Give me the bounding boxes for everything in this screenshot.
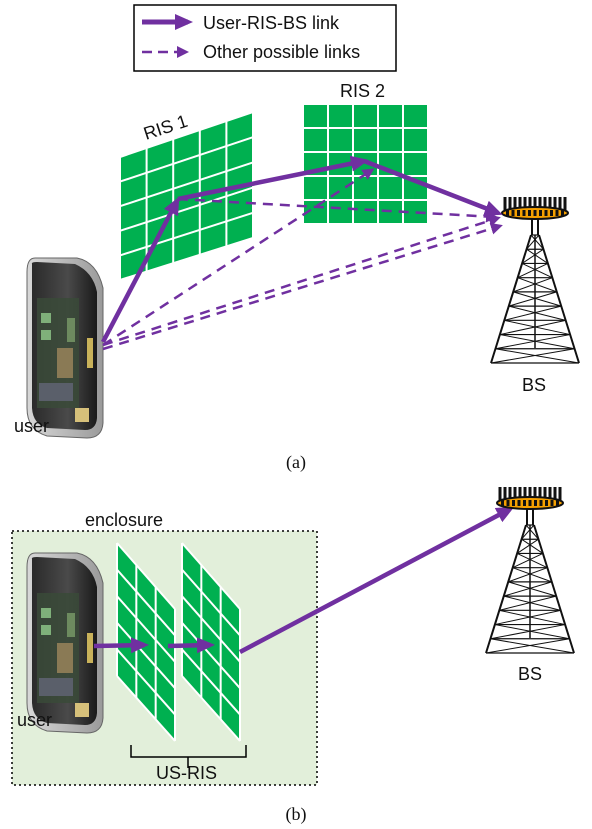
user-device-b xyxy=(26,552,104,734)
solid-link-user-ris1 xyxy=(101,196,180,344)
solid-links-b xyxy=(93,506,515,654)
caption-a: (a) xyxy=(286,452,306,473)
solid-link-ris2-bs xyxy=(363,158,503,216)
cell-tower-icon xyxy=(490,197,580,364)
user-device-a xyxy=(26,257,104,439)
bs-label-a: BS xyxy=(522,375,546,395)
ris2-panel: RIS 2 xyxy=(302,81,429,225)
enclosure-label: enclosure xyxy=(85,510,163,530)
solid-link-user-usris1 xyxy=(93,637,149,654)
solid-link-ris1-ris2 xyxy=(177,155,369,202)
bs-tower-a xyxy=(490,197,580,364)
dashed-link-user-ris2 xyxy=(102,168,375,347)
us-ris-bracket xyxy=(130,745,247,768)
user-label-a: user xyxy=(14,416,49,436)
solid-link-usris-bs xyxy=(238,506,515,654)
legend: User-RIS-BS link Other possible links xyxy=(133,4,397,72)
us-ris-label: US-RIS xyxy=(156,763,217,783)
dashed-link-ris1-bs xyxy=(177,197,498,223)
panel-b: enclosure user US-RIS BS (b) xyxy=(11,487,575,825)
bs-tower-b xyxy=(485,487,575,654)
dashed-link-user-bs-2 xyxy=(102,222,503,351)
router-device-icon xyxy=(26,552,104,734)
solid-link-usris1-usris2 xyxy=(167,637,215,654)
caption-b: (b) xyxy=(286,804,307,825)
user-label-b: user xyxy=(17,710,52,730)
router-device-icon xyxy=(26,257,104,439)
legend-solid-label: User-RIS-BS link xyxy=(203,13,340,33)
cell-tower-icon xyxy=(485,487,575,654)
panel-a: RIS 1 RIS 2 BS user (a) xyxy=(14,81,580,473)
solid-links xyxy=(101,155,503,344)
ris2-label: RIS 2 xyxy=(340,81,385,101)
dashed-link-user-bs-1 xyxy=(102,215,501,347)
dashed-links xyxy=(102,168,503,351)
bs-label-b: BS xyxy=(518,664,542,684)
legend-dashed-label: Other possible links xyxy=(203,42,360,62)
